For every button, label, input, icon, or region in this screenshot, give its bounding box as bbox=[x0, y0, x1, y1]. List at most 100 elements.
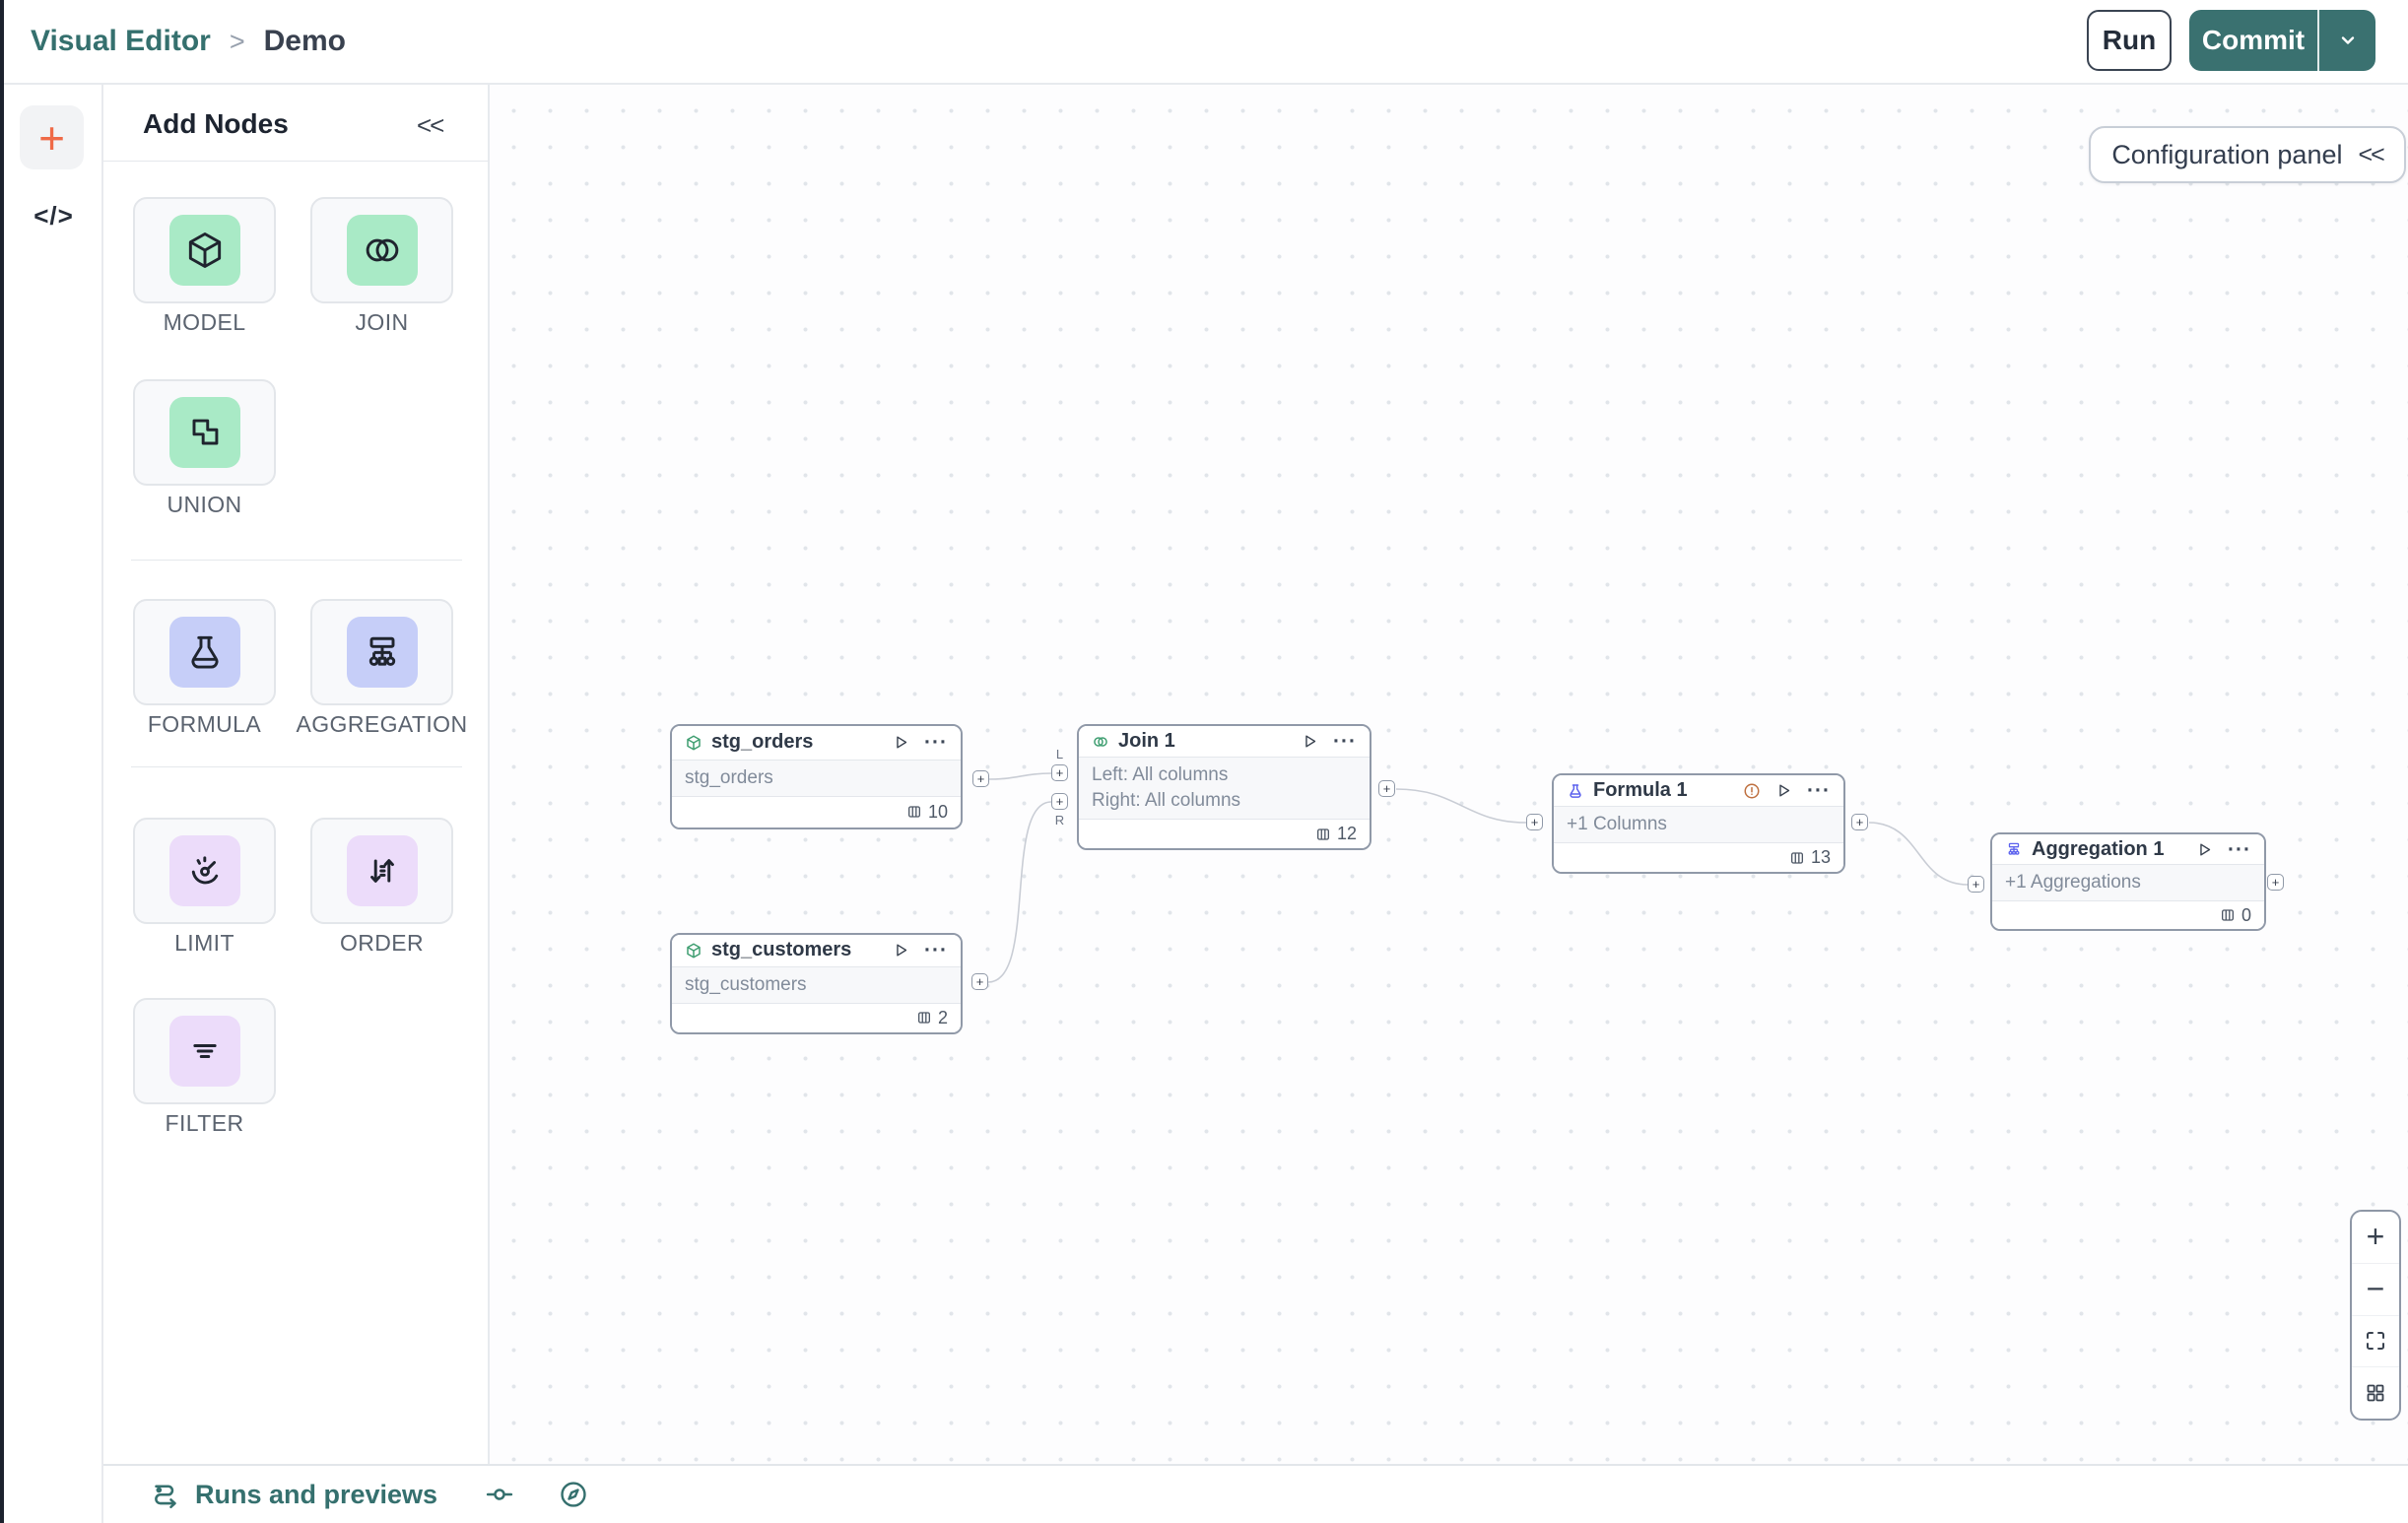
node-menu-icon[interactable]: ··· bbox=[1807, 779, 1831, 803]
model-cube-icon bbox=[687, 735, 701, 751]
node-header: Join 1 ··· bbox=[1079, 726, 1370, 758]
breadcrumb-demo: Demo bbox=[263, 25, 346, 57]
node-footer: 0 bbox=[1992, 901, 2264, 929]
port-join-output[interactable]: + bbox=[1378, 780, 1395, 797]
divider bbox=[103, 161, 490, 162]
tile-limit[interactable] bbox=[133, 818, 276, 924]
flask-icon bbox=[168, 617, 240, 688]
node-footer: 2 bbox=[672, 1003, 961, 1032]
fit-view-button[interactable] bbox=[2352, 1314, 2399, 1367]
column-count: 2 bbox=[937, 1007, 948, 1027]
grid-icon bbox=[2367, 1384, 2384, 1402]
port-aggregation-output[interactable]: + bbox=[2267, 874, 2284, 891]
tile-label-model: MODEL bbox=[163, 309, 246, 335]
divider bbox=[131, 560, 462, 561]
warning-icon bbox=[1744, 783, 1760, 799]
port-formula-output[interactable]: + bbox=[1851, 814, 1868, 830]
play-node-icon[interactable] bbox=[893, 734, 909, 751]
node-title: Formula 1 bbox=[1593, 779, 1688, 802]
node-summary: +1 Columns bbox=[1554, 806, 1843, 844]
left-icon-rail: + </> bbox=[4, 85, 103, 1523]
cube-icon bbox=[168, 215, 240, 286]
tile-order[interactable] bbox=[310, 818, 453, 924]
node-menu-icon[interactable]: ··· bbox=[1333, 730, 1357, 754]
configuration-panel-label: Configuration panel bbox=[2111, 139, 2343, 169]
node-summary: stg_customers bbox=[672, 965, 961, 1004]
union-squares-icon bbox=[168, 397, 240, 468]
app-header: Visual Editor > Demo Run Commit bbox=[4, 0, 2408, 85]
port-join-left-input[interactable]: + bbox=[1051, 764, 1068, 781]
node-menu-icon[interactable]: ··· bbox=[2228, 837, 2251, 861]
tile-aggregation[interactable] bbox=[310, 599, 453, 705]
node-menu-icon[interactable]: ··· bbox=[924, 731, 948, 755]
play-node-icon[interactable] bbox=[2196, 841, 2213, 858]
add-node-rail-button[interactable]: + bbox=[20, 105, 84, 169]
collapse-config-icon: << bbox=[2358, 140, 2384, 168]
play-node-icon[interactable] bbox=[893, 942, 909, 959]
node-title: stg_orders bbox=[711, 731, 814, 754]
compass-icon[interactable] bbox=[558, 1479, 589, 1510]
tile-formula[interactable] bbox=[133, 599, 276, 705]
canvas-zoom-controls: + − bbox=[2350, 1210, 2401, 1421]
tile-model[interactable] bbox=[133, 197, 276, 303]
divider bbox=[131, 766, 462, 767]
columns-icon bbox=[1316, 828, 1329, 840]
tile-filter[interactable] bbox=[133, 998, 276, 1104]
collapse-panel-icon[interactable]: << bbox=[417, 110, 444, 140]
node-formula-1[interactable]: Formula 1 ··· +1 Columns 13 bbox=[1552, 773, 1845, 874]
minimap-button[interactable] bbox=[2352, 1366, 2399, 1419]
edge-formula-to-aggregation bbox=[1868, 822, 1969, 886]
code-view-button[interactable]: </> bbox=[33, 201, 74, 231]
port-formula-input[interactable]: + bbox=[1526, 814, 1543, 830]
columns-icon bbox=[917, 1012, 930, 1025]
node-stg-customers[interactable]: stg_customers ··· stg_customers 2 bbox=[670, 933, 963, 1034]
play-node-icon[interactable] bbox=[1775, 782, 1792, 799]
tile-union[interactable] bbox=[133, 379, 276, 486]
node-stg-orders[interactable]: stg_orders ··· stg_orders 10 bbox=[670, 724, 963, 829]
node-title: stg_customers bbox=[711, 939, 852, 961]
fit-view-icon bbox=[2367, 1332, 2384, 1351]
node-menu-icon[interactable]: ··· bbox=[924, 939, 948, 962]
runs-and-previews-label[interactable]: Runs and previews bbox=[195, 1479, 438, 1509]
breadcrumb-separator: > bbox=[229, 26, 245, 56]
node-summary: Left: All columns Right: All columns bbox=[1079, 757, 1370, 821]
sort-arrows-icon bbox=[346, 835, 418, 906]
pipeline-canvas[interactable]: stg_orders ··· stg_orders 10 stg_custome… bbox=[490, 85, 2408, 1464]
commit-button[interactable]: Commit bbox=[2201, 25, 2306, 55]
gauge-icon bbox=[168, 835, 240, 906]
port-join-right-input[interactable]: + bbox=[1051, 793, 1068, 810]
tile-label-join: JOIN bbox=[355, 309, 409, 335]
zoom-out-button[interactable]: − bbox=[2352, 1262, 2399, 1315]
tile-label-aggregation: AGGREGATION bbox=[296, 711, 468, 737]
chevron-down-icon bbox=[2341, 36, 2354, 44]
node-header: Aggregation 1 ··· bbox=[1992, 834, 2264, 865]
git-commit-icon[interactable] bbox=[485, 1480, 514, 1509]
edge-stg-customers-to-join-right bbox=[987, 801, 1052, 983]
port-label-right: R bbox=[1054, 813, 1065, 828]
node-header: Formula 1 ··· bbox=[1554, 775, 1843, 807]
edge-stg-orders-to-join-left bbox=[988, 772, 1052, 780]
columns-icon bbox=[907, 806, 920, 819]
port-aggregation-input[interactable]: + bbox=[1968, 876, 1984, 893]
filter-lines-icon bbox=[168, 1016, 240, 1087]
commit-split-button[interactable]: Commit bbox=[2189, 10, 2375, 71]
node-summary: stg_orders bbox=[672, 759, 961, 797]
model-cube-icon bbox=[687, 943, 701, 959]
configuration-panel-button[interactable]: Configuration panel << bbox=[2089, 126, 2406, 183]
zoom-in-button[interactable]: + bbox=[2366, 1219, 2385, 1255]
tile-join[interactable] bbox=[310, 197, 453, 303]
window-edge bbox=[0, 0, 4, 1523]
breadcrumb-visual-editor[interactable]: Visual Editor bbox=[31, 25, 211, 57]
run-button[interactable]: Run bbox=[2087, 10, 2172, 71]
runs-and-previews-bar[interactable]: Runs and previews bbox=[103, 1464, 2408, 1523]
node-aggregation-1[interactable]: Aggregation 1 ··· +1 Aggregations 0 bbox=[1990, 832, 2266, 931]
tile-label-formula: FORMULA bbox=[147, 711, 262, 737]
join-circles-icon bbox=[346, 215, 418, 286]
port-stg-customers-output[interactable]: + bbox=[971, 973, 988, 990]
port-stg-orders-output[interactable]: + bbox=[972, 770, 989, 787]
commit-dropdown-button[interactable] bbox=[2319, 10, 2375, 71]
play-node-icon[interactable] bbox=[1302, 733, 1318, 750]
node-title: Join 1 bbox=[1118, 730, 1175, 753]
node-join-1[interactable]: Join 1 ··· Left: All columns Right: All … bbox=[1077, 724, 1371, 850]
panel-title: Add Nodes bbox=[143, 108, 289, 139]
